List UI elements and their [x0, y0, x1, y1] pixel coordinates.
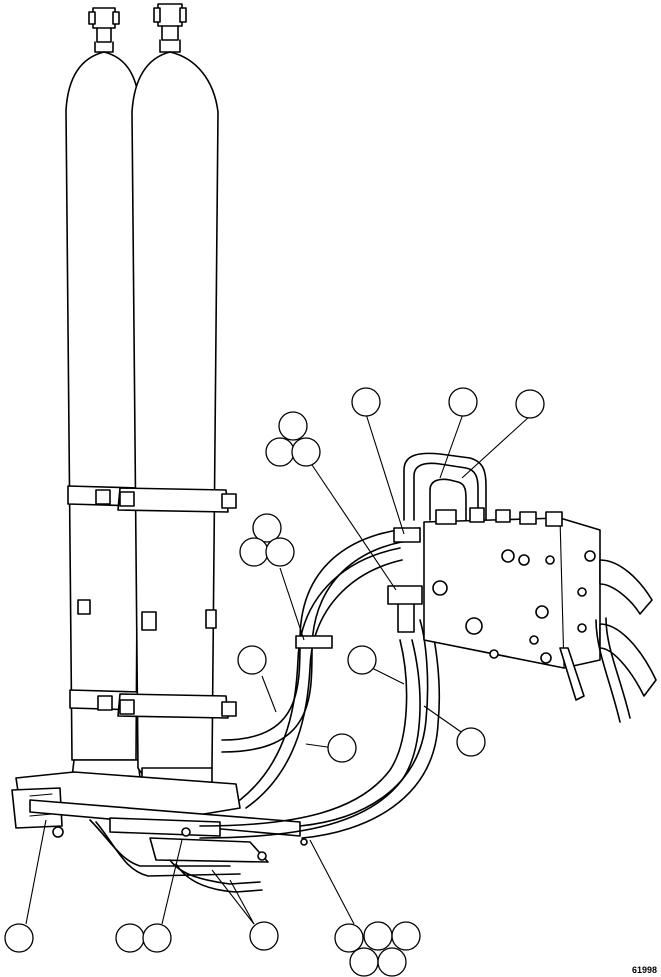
left-gas-cylinder: [65, 7, 141, 779]
callout-balloon: [351, 387, 381, 417]
hydraulic-hoses: [199, 452, 487, 839]
callout-balloon: [347, 645, 377, 675]
valve-block: [423, 507, 657, 723]
callout-balloon: [115, 923, 145, 953]
callout-balloon: [363, 921, 393, 951]
callout-balloon: [515, 389, 545, 419]
callout-balloon: [239, 537, 269, 567]
callout-balloon: [142, 923, 172, 953]
callout-balloon: [249, 921, 279, 951]
right-gas-cylinder: [117, 3, 237, 793]
callout-balloon: [265, 537, 295, 567]
callout-balloons: [4, 387, 545, 977]
callout-balloon: [377, 947, 407, 977]
callout-balloon: [237, 645, 267, 675]
callout-balloon: [349, 947, 379, 977]
callout-balloon: [456, 727, 486, 757]
callout-balloon: [327, 733, 357, 763]
callout-balloon: [252, 513, 282, 543]
figure-number: 61998: [631, 965, 657, 975]
callout-balloon: [448, 387, 478, 417]
callout-balloon: [265, 437, 295, 467]
callout-balloon: [4, 923, 34, 953]
callout-balloon: [291, 437, 321, 467]
leader-lines: [25, 413, 531, 925]
callout-balloon: [278, 411, 308, 441]
callout-balloon: [391, 921, 421, 951]
base-mount: [11, 771, 308, 893]
callout-balloon: [334, 923, 364, 953]
